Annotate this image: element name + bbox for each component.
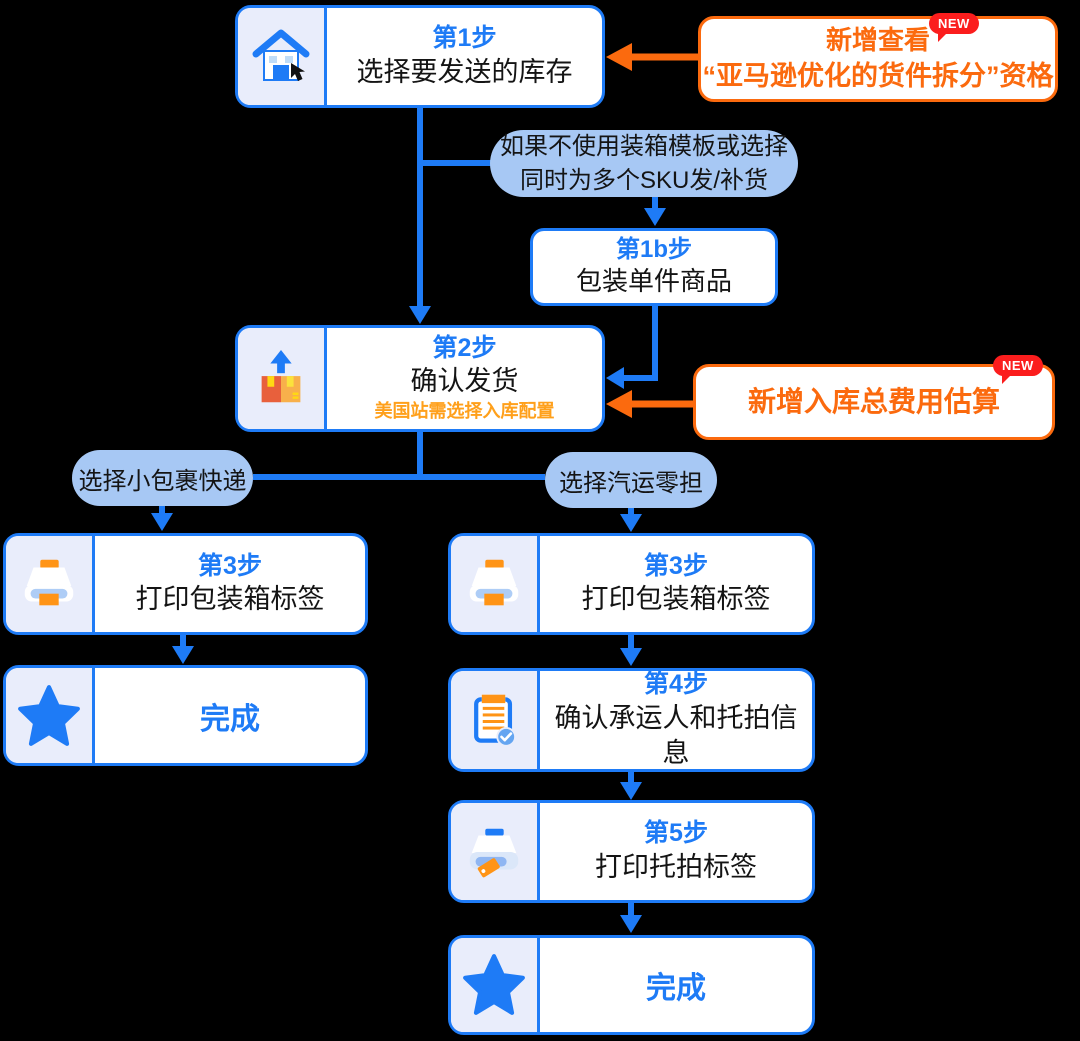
step1-label: 选择要发送的库存	[356, 56, 573, 87]
left-done-icon-panel	[6, 668, 95, 763]
right-step4-icon-panel	[451, 671, 540, 769]
printer-icon	[24, 559, 74, 606]
arrowhead-into-left-done	[172, 646, 194, 664]
node-step1b: 第1b步 包装单件商品	[530, 228, 778, 306]
right-step5-label: 打印托拍标签	[595, 851, 757, 882]
condition-bubble: 如果不使用装箱模板或选择 同时为多个SKU发/补货	[490, 130, 798, 197]
clipboard-check-icon	[474, 694, 517, 747]
arrowhead-into-right-done	[620, 915, 642, 933]
left-done-label: 完成	[200, 702, 260, 736]
right-step4-title: 第4步	[644, 670, 708, 699]
left-step3-title: 第3步	[198, 551, 262, 580]
condition-line2: 同时为多个SKU发/补货	[519, 166, 768, 194]
callout-fee-estimate: NEW 新增入库总费用估算	[693, 355, 1055, 440]
callout-split-line2: “亚马逊优化的货件拆分”资格	[702, 61, 1054, 92]
condition-line1: 如果不使用装箱模板或选择	[500, 133, 788, 161]
step2-icon-panel	[238, 328, 327, 429]
branch-small-parcel-label: 选择小包裹快递	[78, 467, 247, 495]
right-step4-label: 确认承运人和托拍信息	[554, 702, 798, 768]
node-step2: 第2步 确认发货 美国站需选择入库配置	[235, 325, 605, 432]
callout-fee-text: 新增入库总费用估算	[747, 386, 1000, 418]
branch-ltl-freight: 选择汽运零担	[545, 452, 717, 508]
step1-title: 第1步	[432, 24, 497, 53]
arrowhead-step1b-into-step2	[606, 367, 624, 389]
node-right-done: 完成	[448, 935, 815, 1035]
star-icon	[463, 954, 525, 1015]
star-icon	[18, 684, 80, 746]
right-done-icon-panel	[451, 938, 540, 1032]
right-step5-title: 第5步	[644, 819, 708, 848]
step2-title: 第2步	[432, 334, 497, 363]
left-step3-label: 打印包装箱标签	[135, 584, 325, 615]
node-right-step4: 第4步 确认承运人和托拍信息	[448, 668, 815, 772]
callout-split-eligibility: NEW 新增查看 “亚马逊优化的货件拆分”资格	[698, 13, 1058, 102]
step1b-title: 第1b步	[615, 236, 692, 264]
step2-note: 美国站需选择入库配置	[374, 401, 555, 422]
printer-tag-icon	[469, 828, 519, 877]
left-step3-icon-panel	[6, 536, 95, 632]
house-icon	[252, 29, 310, 81]
step1b-label: 包装单件商品	[575, 266, 732, 297]
arrowhead-into-left-step3	[151, 513, 173, 531]
arrowhead-into-step1b	[644, 208, 666, 226]
arrowhead-into-right-step4	[620, 648, 642, 666]
callout-split-line1: 新增查看	[825, 25, 930, 56]
node-right-step5: 第5步 打印托拍标签	[448, 800, 815, 903]
node-right-step3: 第3步 打印包装箱标签	[448, 533, 815, 635]
node-left-done: 完成	[3, 665, 368, 766]
right-step5-icon-panel	[451, 803, 540, 900]
right-step3-label: 打印包装箱标签	[581, 584, 771, 615]
arrowhead-callout-into-step1	[606, 43, 632, 71]
box-up-arrow-icon	[261, 349, 301, 402]
new-badge: NEW	[993, 355, 1043, 384]
arrowhead-into-step2-top	[409, 306, 431, 324]
right-step3-title: 第3步	[644, 551, 708, 580]
arrowhead-into-right-step5	[620, 782, 642, 800]
cursor-icon	[291, 62, 305, 81]
step1-icon-panel	[238, 8, 327, 105]
printer-icon	[469, 559, 519, 606]
branch-ltl-freight-label: 选择汽运零担	[559, 469, 703, 497]
node-left-step3: 第3步 打印包装箱标签	[3, 533, 368, 635]
branch-small-parcel: 选择小包裹快递	[72, 450, 253, 506]
arrowhead-callout-into-step2	[606, 390, 632, 418]
arrowhead-into-right-step3	[620, 514, 642, 532]
step2-label: 确认发货	[410, 366, 519, 397]
right-done-label: 完成	[646, 972, 706, 1005]
new-badge: NEW	[929, 13, 979, 42]
node-step1: 第1步 选择要发送的库存	[235, 5, 605, 108]
right-step3-icon-panel	[451, 536, 540, 632]
